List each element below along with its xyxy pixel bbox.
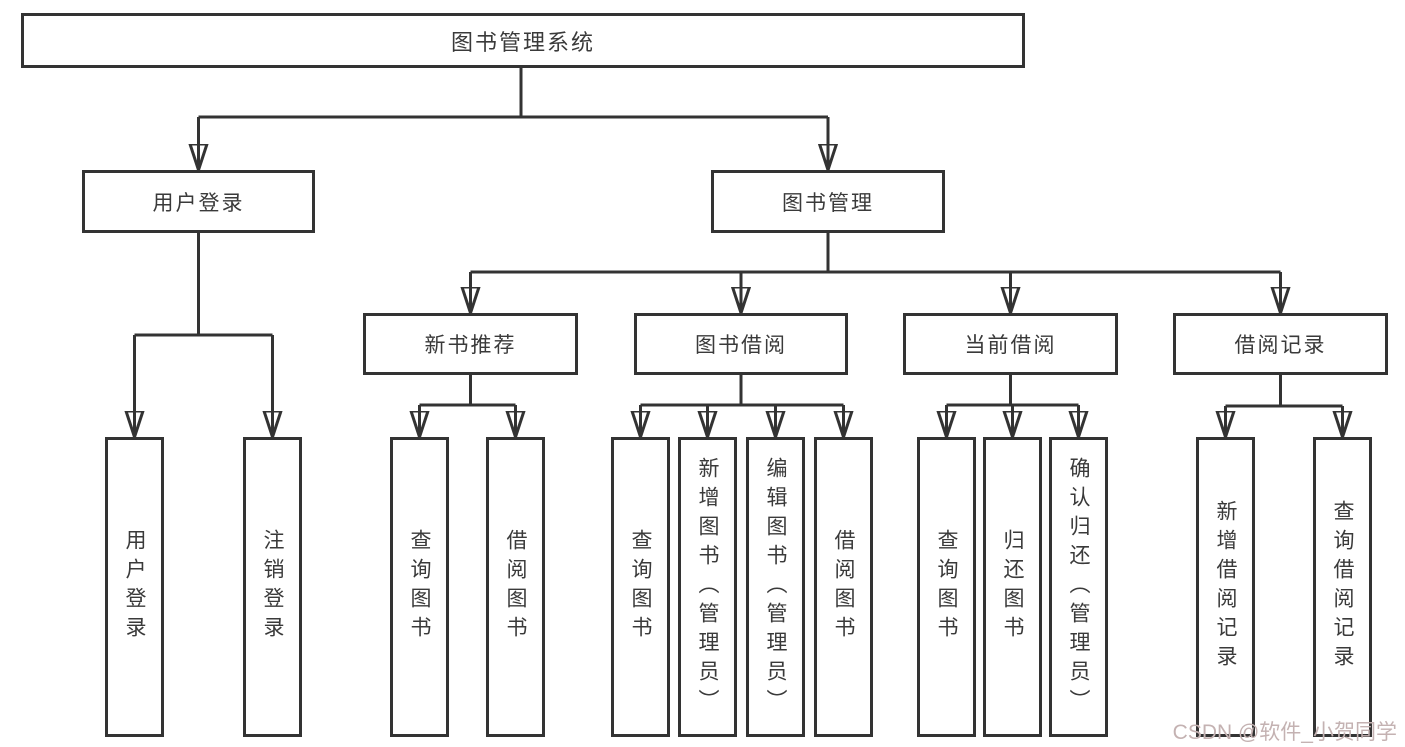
branch-user-login	[134, 233, 273, 337]
leaf-query-books-borrowing: 查询图书	[611, 437, 670, 737]
node-root: 图书管理系统	[21, 13, 1025, 68]
leaf-query-books-recommend: 查询图书	[390, 437, 449, 737]
leaf-logout: 注销登录	[243, 437, 302, 737]
node-book-management: 图书管理	[711, 170, 945, 233]
leaf-query-books-current: 查询图书	[917, 437, 976, 737]
node-borrowing-records: 借阅记录	[1173, 313, 1388, 375]
leaf-edit-books-admin: 编辑图书（管理员）	[746, 437, 805, 737]
leaf-borrow-books-recommend: 借阅图书	[486, 437, 545, 737]
leaf-borrow-books: 借阅图书	[814, 437, 873, 737]
leaf-return-books: 归还图书	[983, 437, 1042, 737]
leaf-add-borrow-record: 新增借阅记录	[1196, 437, 1255, 737]
leaf-query-borrow-record: 查询借阅记录	[1313, 437, 1372, 737]
node-new-book-recommend: 新书推荐	[363, 313, 578, 375]
leaf-user-login: 用户登录	[105, 437, 164, 737]
branch-current	[946, 375, 1079, 407]
watermark: CSDN @软件_小贺同学	[1172, 721, 1397, 744]
branch-borrowing	[640, 375, 844, 407]
branch-book-mgmt	[470, 233, 1281, 274]
node-user-login: 用户登录	[82, 170, 315, 233]
leaf-confirm-return-admin: 确认归还（管理员）	[1049, 437, 1108, 737]
branch-records	[1225, 375, 1343, 408]
node-book-borrowing: 图书借阅	[634, 313, 848, 375]
branch-recommend	[419, 375, 516, 407]
node-current-borrowing: 当前借阅	[903, 313, 1118, 375]
branch-root	[198, 68, 828, 119]
leaf-add-books-admin: 新增图书（管理员）	[678, 437, 737, 737]
